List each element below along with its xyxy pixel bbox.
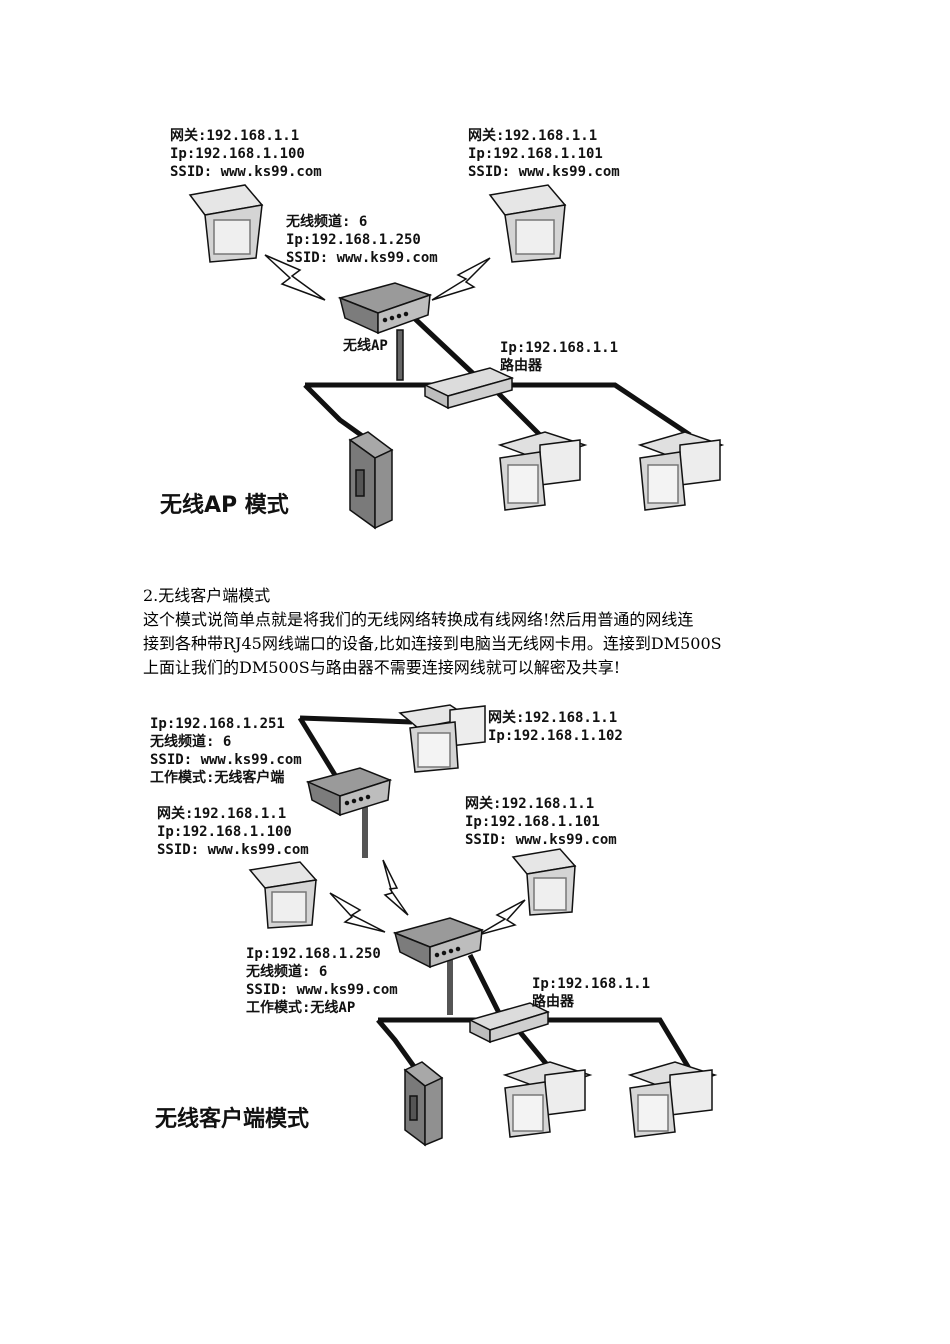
server-tower-icon: [348, 431, 394, 530]
wireless-ap-icon: [337, 282, 433, 381]
laptop-icon: [398, 704, 486, 773]
wireless-ap-mode-diagram: 网关:192.168.1.1 Ip:192.168.1.100 SSID: ww…: [160, 127, 725, 530]
paragraph-line: 上面让我们的DM500S与路由器不需要连接网线就可以解密及共享!: [143, 658, 621, 677]
ap-label-line: SSID: www.ks99.com: [246, 982, 398, 998]
left-laptop-label-line: Ip:192.168.1.100: [170, 146, 305, 162]
client-label-line: 工作模式:无线客户端: [150, 769, 284, 786]
router-label-line: 路由器: [532, 993, 575, 1010]
router-icon: [467, 1002, 551, 1044]
ap-label-line: Ip:192.168.1.250: [246, 946, 381, 962]
laptop-icon: [511, 848, 577, 916]
ap-name-label: 无线AP: [342, 337, 388, 354]
wireless-signal-icon: [264, 254, 491, 301]
paragraph-line: 这个模式说简单点就是将我们的无线网络转换成有线网络!然后用普通的网线连: [143, 610, 694, 629]
left-laptop-label-line: 网关:192.168.1.1: [157, 805, 286, 822]
server-tower-icon: [403, 1061, 444, 1147]
router-label-line: Ip:192.168.1.1: [500, 340, 618, 356]
section-2-text: 2.无线客户端模式 这个模式说简单点就是将我们的无线网络转换成有线网络!然后用普…: [143, 584, 823, 680]
ap-label-line: SSID: www.ks99.com: [286, 250, 438, 266]
section-heading: 2.无线客户端模式: [143, 586, 271, 605]
desktop-computer-icon: [637, 431, 725, 511]
left-laptop-label-line: SSID: www.ks99.com: [157, 842, 309, 858]
right-laptop-label-line: SSID: www.ks99.com: [468, 164, 620, 180]
router-label-line: 路由器: [500, 357, 543, 374]
wireless-client-mode-diagram: Ip:192.168.1.251 无线频道: 6 SSID: www.ks99.…: [149, 704, 718, 1147]
ap-label-line: 无线频道: 6: [285, 213, 367, 230]
right-laptop-label-line: Ip:192.168.1.101: [465, 814, 600, 830]
laptop-icon: [248, 861, 318, 929]
right-laptop-label-line: 网关:192.168.1.1: [468, 127, 597, 144]
diagram-caption: 无线AP 模式: [160, 492, 289, 518]
desktop-computer-icon: [627, 1061, 718, 1138]
ap-label-line: 无线频道: 6: [245, 963, 327, 980]
ap-label-line: Ip:192.168.1.250: [286, 232, 421, 248]
wireless-ap-icon: [392, 917, 485, 969]
laptop-icon: [488, 184, 567, 263]
right-laptop-label-line: Ip:192.168.1.101: [468, 146, 603, 162]
client-label-line: 无线频道: 6: [149, 733, 231, 750]
router-label-line: Ip:192.168.1.1: [532, 976, 650, 992]
left-laptop-label-line: 网关:192.168.1.1: [170, 127, 299, 144]
right-laptop-label-line: SSID: www.ks99.com: [465, 832, 617, 848]
ap-label-line: 工作模式:无线AP: [246, 999, 355, 1016]
desktop-computer-icon: [497, 431, 588, 511]
wireless-client-icon: [305, 767, 393, 817]
laptop-icon: [188, 184, 264, 263]
client-label-line: Ip:192.168.1.251: [150, 716, 285, 732]
client-label-line: SSID: www.ks99.com: [150, 752, 302, 768]
desktop-computer-icon: [502, 1061, 593, 1138]
paragraph-line: 接到各种带RJ45网线端口的设备,比如连接到电脑当无线网卡用。连接到DM500S: [143, 634, 722, 653]
left-laptop-label-line: SSID: www.ks99.com: [170, 164, 322, 180]
router-icon: [422, 367, 515, 410]
left-laptop-label-line: Ip:192.168.1.100: [157, 824, 292, 840]
top-right-label-line: 网关:192.168.1.1: [488, 709, 617, 726]
diagram-caption: 无线客户端模式: [155, 1106, 309, 1132]
top-right-label-line: Ip:192.168.1.102: [488, 728, 623, 744]
right-laptop-label-line: 网关:192.168.1.1: [465, 795, 594, 812]
